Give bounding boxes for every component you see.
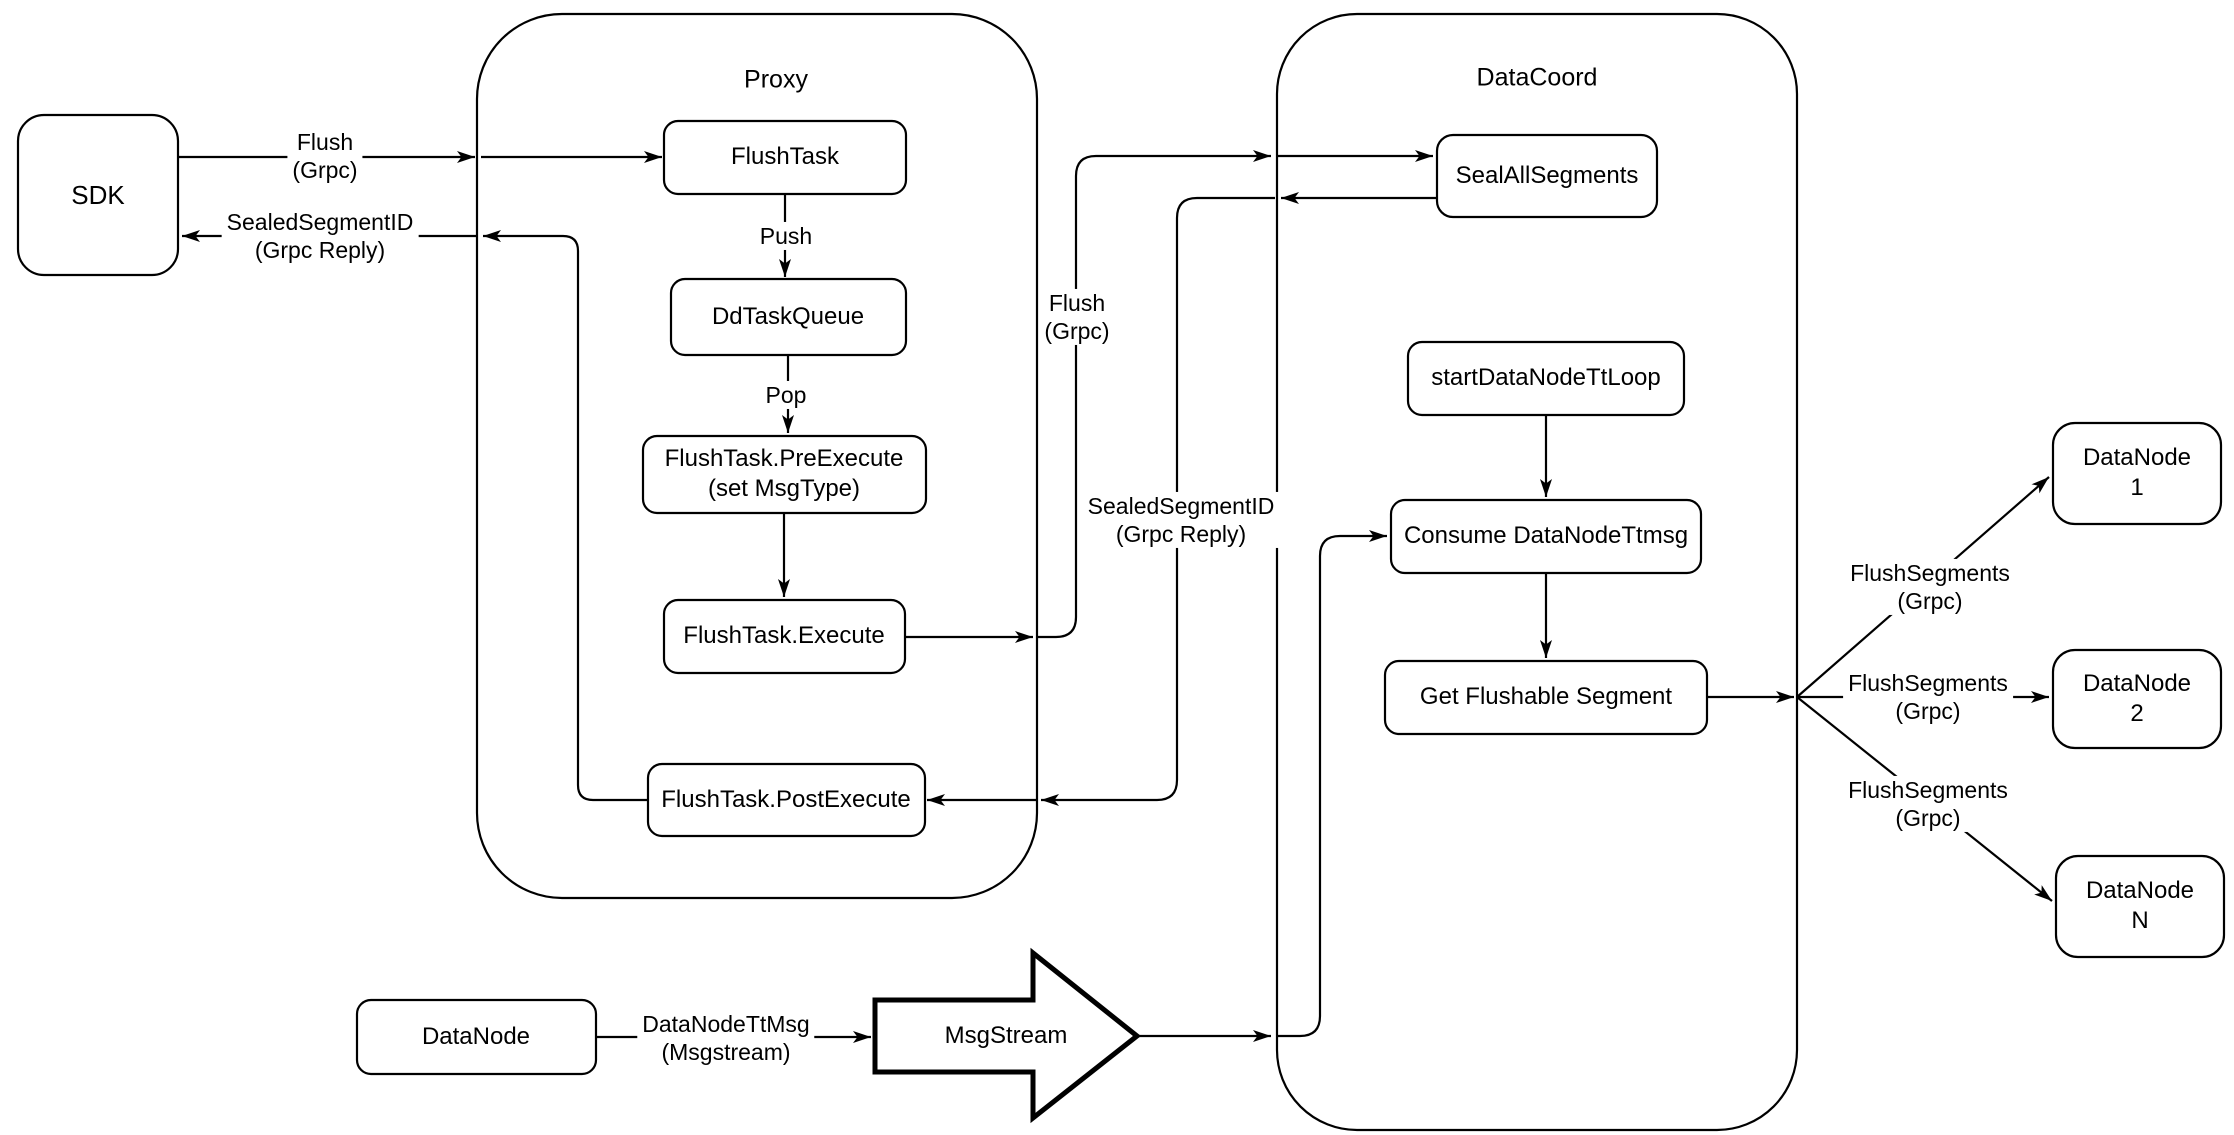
proxy-container-title: Proxy (744, 65, 808, 94)
msgstream-node-label: MsgStream (944, 1022, 1068, 1049)
msgstream-block-arrow (872, 947, 1142, 1124)
sdk-node-label: SDK (71, 179, 125, 210)
edge-label-datanode-ttmsg: DataNodeTtMsg (Msgstream) (637, 1009, 815, 1067)
edge-label-push: Push (754, 221, 818, 251)
datanode2-node-label: DataNode 2 (2082, 670, 2192, 727)
start-datanode-ttloop-node-box (1406, 340, 1686, 417)
datanode1-node-box (2051, 421, 2223, 526)
execute-node-box (662, 598, 907, 675)
datanode1-node-label: DataNode 1 (2082, 444, 2192, 501)
pre-execute-node-box (641, 434, 928, 515)
execute-node-label: FlushTask.Execute (683, 622, 885, 649)
edge-label-flush-grpc-mid: Flush (Grpc) (1039, 288, 1115, 346)
edge-label-flush-segments-2: FlushSegments (Grpc) (1843, 668, 2013, 726)
dd-task-queue-node-box (669, 277, 908, 357)
flush-task-node-box (662, 119, 908, 196)
datanoden-node-box (2054, 854, 2226, 959)
edge-label-sealed-segment-id-mid: SealedSegmentID (Grpc Reply) (1082, 491, 1280, 549)
flush-task-node-label: FlushTask (730, 143, 840, 170)
edge-label-flush-segments-3: FlushSegments (Grpc) (1843, 775, 2013, 833)
edge-label-flush-segments-1: FlushSegments (Grpc) (1845, 558, 2015, 616)
pre-execute-node-label: FlushTask.PreExecute (set MsgType) (664, 445, 904, 502)
datanode-node-label: DataNode (421, 1023, 531, 1050)
seal-all-segments-node-label: SealAllSegments (1455, 162, 1639, 189)
post-execute-node-label: FlushTask.PostExecute (661, 786, 911, 813)
post-execute-node-box (646, 762, 927, 838)
consume-datanode-ttmsg-node-box (1389, 498, 1703, 575)
datacoord-container-title: DataCoord (1476, 63, 1598, 92)
seal-all-segments-node-box (1435, 133, 1659, 219)
start-datanode-ttloop-node-label: startDataNodeTtLoop (1431, 364, 1661, 391)
edge-execute-flush-b (1037, 150, 1271, 639)
dd-task-queue-node-label: DdTaskQueue (711, 303, 865, 330)
get-flushable-segment-node-label: Get Flushable Segment (1419, 683, 1673, 710)
edge-label-pop: Pop (760, 380, 812, 410)
get-flushable-segment-node-box (1383, 659, 1709, 736)
edge-msgstream-to-consume-b (1277, 530, 1387, 1038)
edge-label-flush-grpc-sdk: Flush (Grpc) (287, 127, 363, 185)
datanode-node-box (355, 998, 598, 1076)
edge-postexecute-to-sdk-a (483, 230, 648, 802)
consume-datanode-ttmsg-node-label: Consume DataNodeTtmsg (1403, 522, 1689, 549)
datanoden-node-label: DataNode N (2085, 877, 2195, 934)
sdk-node-box (16, 113, 180, 277)
edge-label-sealed-segment-id-sdk: SealedSegmentID (Grpc Reply) (221, 207, 419, 265)
datanode2-node-box (2051, 648, 2223, 750)
